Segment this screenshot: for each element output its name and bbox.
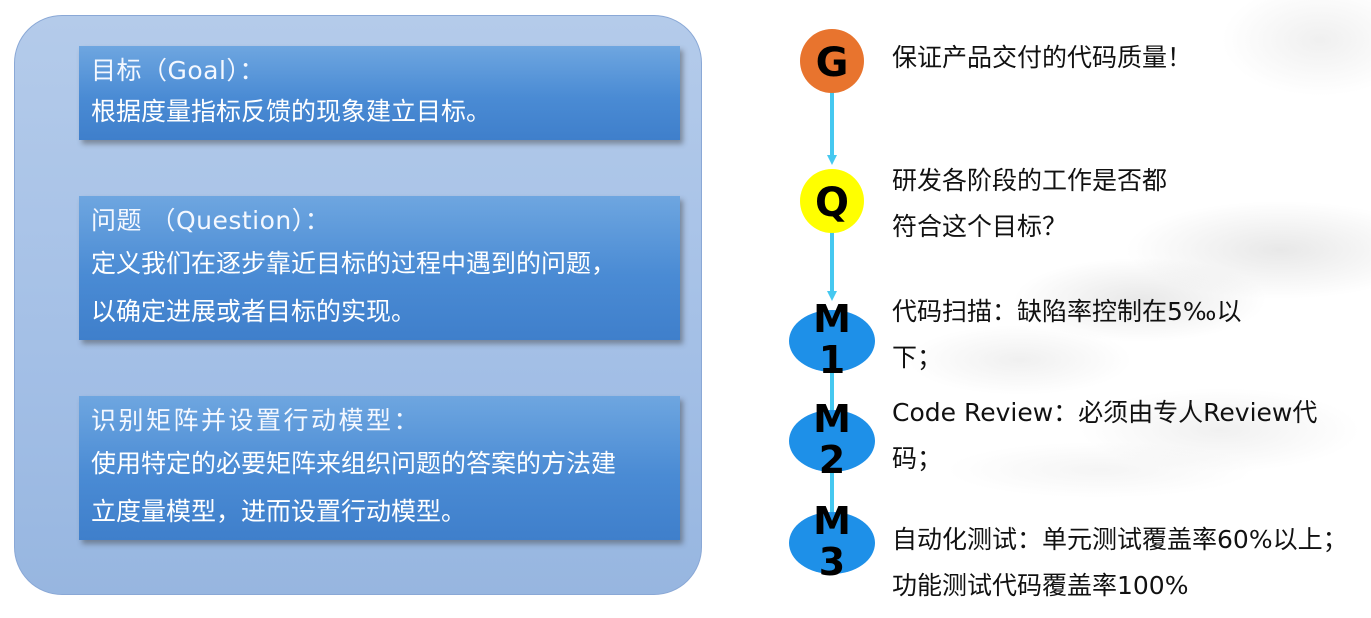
question-description-line: 以确定进展或者目标的实现。	[91, 297, 417, 326]
question-description-line: 定义我们在逐步靠近目标的过程中遇到的问题，	[91, 249, 617, 278]
matrix-description-line: 立度量模型，进而设置行动模型。	[91, 497, 467, 526]
question-description: 定义我们在逐步靠近目标的过程中遇到的问题， 以确定进展或者目标的实现。	[91, 240, 668, 336]
metric-node-3	[789, 512, 875, 574]
metric-node-2	[789, 410, 875, 472]
goal-description-line: 根据度量指标反馈的现象建立目标。	[91, 97, 492, 126]
goal-node	[800, 29, 864, 93]
question-definition-card: 问题 （Question）： 定义我们在逐步靠近目标的过程中遇到的问题， 以确定…	[79, 196, 680, 340]
metric-2-statement: Code Review：必须由专人Review代 码；	[892, 390, 1317, 482]
metric-3-statement: 自动化测试：单元测试覆盖率60%以上； 功能测试代码覆盖率100%	[892, 517, 1348, 609]
goal-node-label: G	[816, 40, 849, 86]
question-statement-line: 研发各阶段的工作是否都	[892, 166, 1168, 195]
matrix-description-line: 使用特定的必要矩阵来组织问题的答案的方法建	[91, 449, 617, 478]
question-node-label: Q	[815, 180, 849, 226]
matrix-definition-card: 识别矩阵并设置行动模型： 使用特定的必要矩阵来组织问题的答案的方法建 立度量模型…	[79, 396, 680, 540]
goal-heading: 目标（Goal）：	[91, 56, 265, 85]
metric-node-1-label-number: 1	[819, 338, 845, 382]
goal-statement: 保证产品交付的代码质量！	[892, 35, 1192, 81]
matrix-heading: 识别矩阵并设置行动模型：	[91, 406, 422, 435]
question-statement: 研发各阶段的工作是否都 符合这个目标？	[892, 158, 1167, 250]
metric-2-statement-line: 码；	[892, 444, 943, 473]
metric-3-statement-line: 功能测试代码覆盖率100%	[892, 571, 1189, 600]
goal-statement-line: 保证产品交付的代码质量！	[892, 43, 1193, 72]
metric-node-2-label-number: 2	[819, 438, 845, 482]
metric-2-statement-line: Code Review：必须由专人Review代	[892, 398, 1318, 427]
metric-1-statement-line: 下；	[892, 343, 943, 372]
goal-description: 根据度量指标反馈的现象建立目标。	[91, 90, 668, 134]
gqm-flow-diagram: G Q M 1 M 2 M 3	[789, 29, 875, 584]
question-statement-line: 符合这个目标？	[892, 212, 1068, 241]
metric-1-statement-line: 代码扫描：缺陷率控制在5‰以	[892, 297, 1242, 326]
metric-node-3-label-number: 3	[819, 540, 845, 584]
question-node	[800, 169, 864, 233]
metric-node-2-label-letter: M	[813, 397, 851, 441]
metric-1-statement: 代码扫描：缺陷率控制在5‰以 下；	[892, 289, 1241, 381]
goal-definition-card: 目标（Goal）： 根据度量指标反馈的现象建立目标。	[79, 46, 680, 140]
question-heading: 问题 （Question）：	[91, 206, 331, 235]
metric-node-3-label-letter: M	[813, 499, 851, 543]
metric-node-1	[789, 310, 875, 372]
matrix-description: 使用特定的必要矩阵来组织问题的答案的方法建 立度量模型，进而设置行动模型。	[91, 440, 668, 536]
metric-3-statement-line: 自动化测试：单元测试覆盖率60%以上；	[892, 525, 1348, 554]
metric-node-1-label-letter: M	[813, 297, 851, 341]
